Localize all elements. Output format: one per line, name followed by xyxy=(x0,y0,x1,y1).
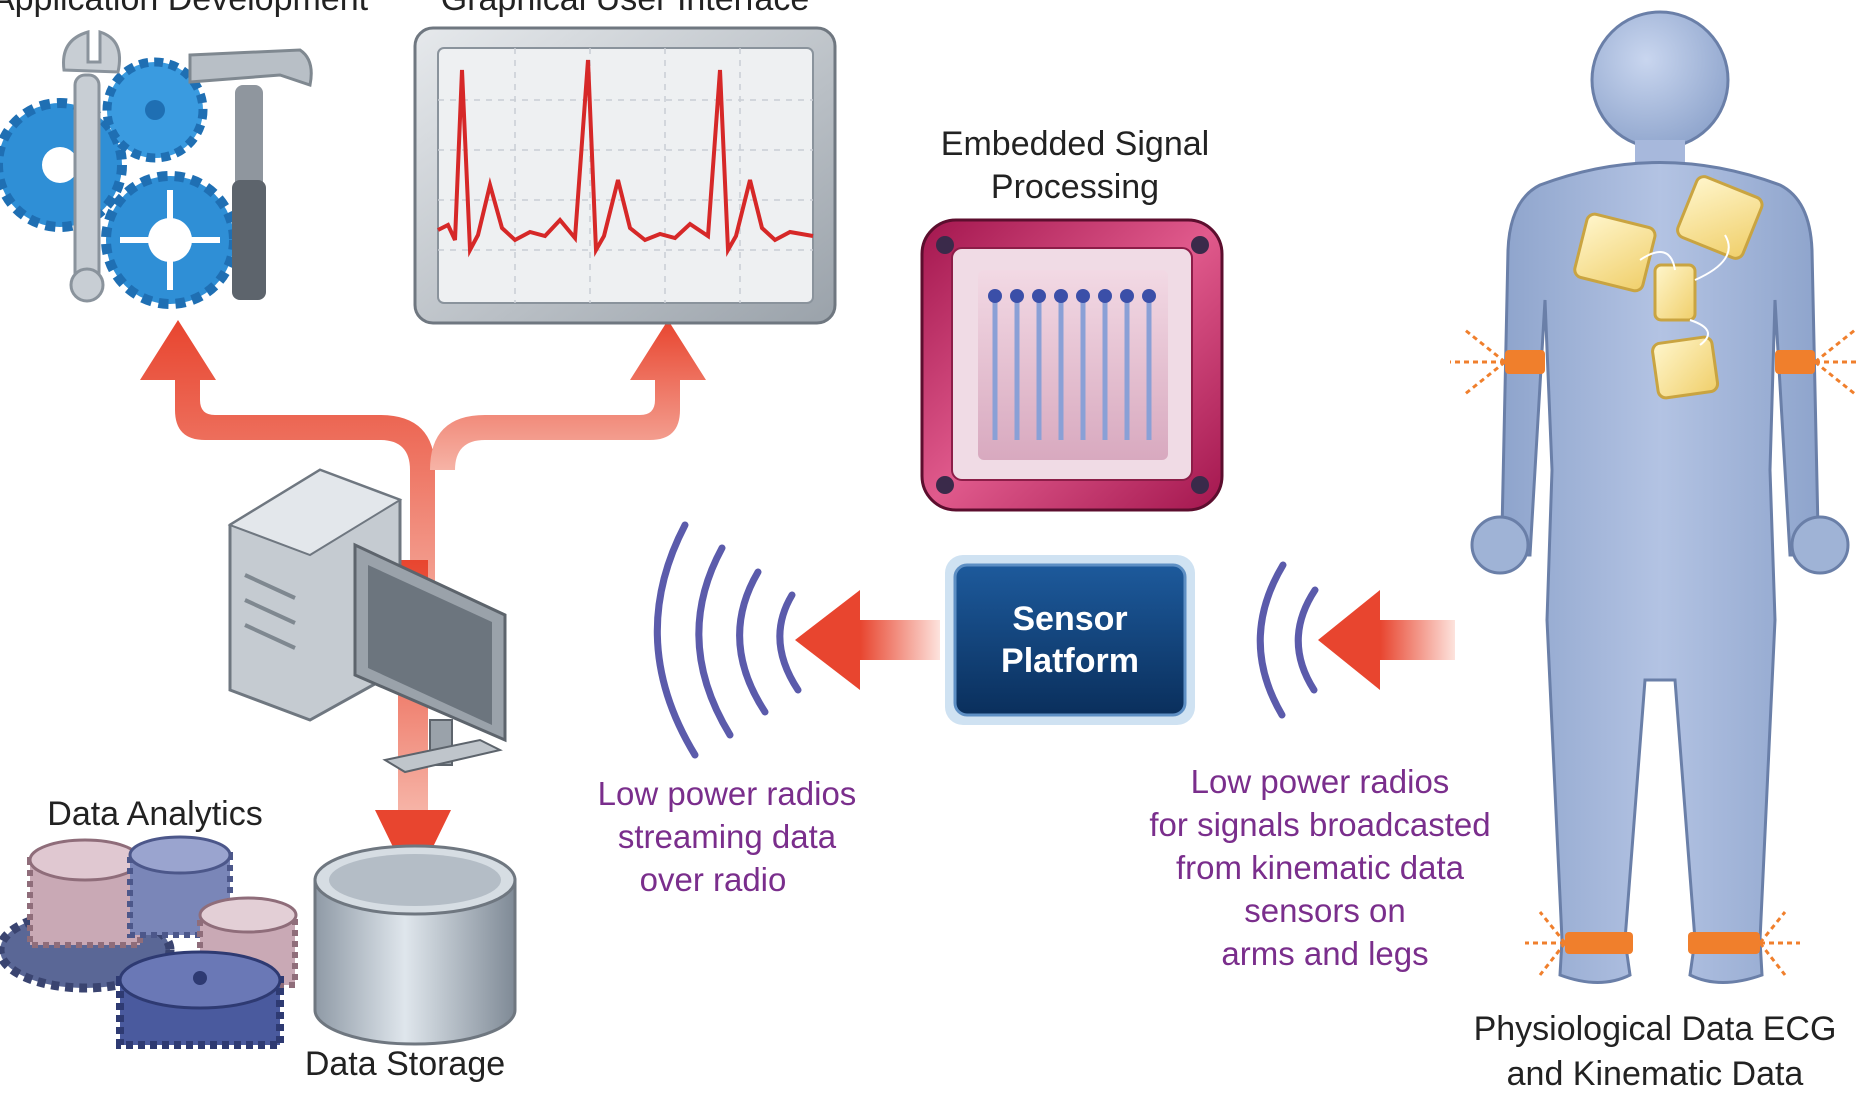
database-icon xyxy=(313,844,517,1046)
esp-label-line1: Embedded Signal xyxy=(941,125,1209,163)
radio-right-line2: for signals broadcasted xyxy=(1149,806,1490,843)
chip-pin-head xyxy=(1054,289,1068,303)
wireless-waves-icon-right xyxy=(1256,561,1319,719)
wireless-waves-icon-left xyxy=(653,521,802,759)
radio-left-line3: over radio xyxy=(640,861,787,898)
gui-label: Graphical User Interface xyxy=(441,0,810,18)
radio-left-line2: streaming data xyxy=(618,818,837,855)
body-to-waves-arrow xyxy=(1318,590,1455,690)
human-figure-icon xyxy=(1450,10,1860,984)
data-storage-label: Data Storage xyxy=(305,1045,505,1083)
radio-right-line4: sensors on xyxy=(1244,892,1405,929)
physio-label-line2: and Kinematic Data xyxy=(1507,1055,1804,1093)
chip-pins xyxy=(988,289,1156,440)
computer-icon xyxy=(227,468,507,774)
chip-pin-head xyxy=(1032,289,1046,303)
sensor-platform-line2: Platform xyxy=(1001,642,1139,680)
sensor-platform-line1: Sensor xyxy=(1012,600,1127,638)
chip-pin-head xyxy=(1120,289,1134,303)
radio-left-text: Low power radios streaming data over rad… xyxy=(598,775,857,898)
chip-pin-head xyxy=(1142,289,1156,303)
radio-right-line5: arms and legs xyxy=(1221,935,1428,972)
upward-arrows xyxy=(140,320,706,640)
ecg-monitor-icon xyxy=(413,26,837,325)
app-dev-label: Application Development xyxy=(0,0,369,18)
radio-right-line3: from kinematic data xyxy=(1176,849,1465,886)
chip-pin-head xyxy=(1010,289,1024,303)
chip-pin-head xyxy=(1076,289,1090,303)
esp-label-line2: Processing xyxy=(991,168,1159,206)
data-analytics-label: Data Analytics xyxy=(47,795,262,833)
radio-right-text: Low power radios for signals broadcasted… xyxy=(1149,763,1490,972)
gears-icon xyxy=(0,835,298,1049)
tools-gears-icon xyxy=(0,29,313,309)
radio-left-line1: Low power radios xyxy=(598,775,857,812)
chip-pin-head xyxy=(988,289,1002,303)
physio-label-line1: Physiological Data ECG xyxy=(1474,1010,1837,1048)
platform-to-waves-arrow xyxy=(795,590,940,690)
sensor-platform-box: Sensor Platform xyxy=(945,555,1195,725)
chip-pin-head xyxy=(1098,289,1112,303)
chip-icon xyxy=(920,218,1224,512)
radio-right-line1: Low power radios xyxy=(1191,763,1450,800)
